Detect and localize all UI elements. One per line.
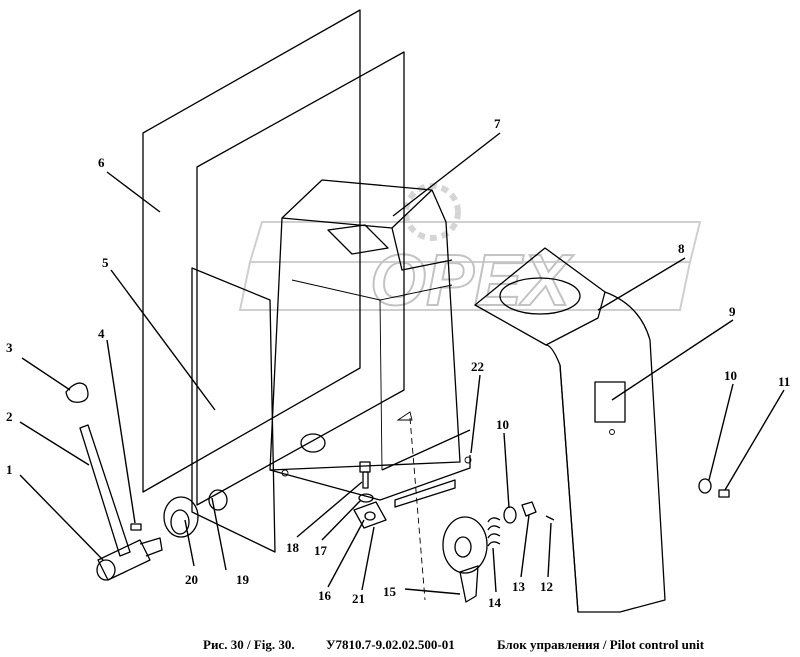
part-4-pin: [130, 523, 142, 531]
part-panel-back: [196, 51, 405, 506]
callout-3: 3: [6, 340, 13, 355]
callout-10: 10: [496, 417, 509, 432]
callouts: 1 2 3 4 5 6 7 8 9 10 10 11 12 13 14 15 1…: [6, 116, 790, 610]
part-18-bolt: [359, 461, 371, 489]
part-3-knob: [65, 382, 89, 403]
callout-15: 15: [383, 584, 397, 599]
part-20-bushing: [163, 496, 199, 538]
callout-16: 16: [318, 588, 332, 603]
callout-1: 1: [6, 462, 13, 477]
part-6-panel: [142, 9, 361, 493]
part-14-spring: [487, 517, 501, 547]
callout-11: 11: [778, 374, 790, 389]
leader-lines: [19, 132, 785, 595]
watermark-text: OPEX: [370, 241, 574, 321]
figure-number: Рис. 30 / Fig. 30.: [203, 637, 295, 652]
part-16-plate: [353, 501, 387, 529]
callout-17: 17: [314, 543, 328, 558]
part-2-lever: [79, 424, 131, 557]
callout-7: 7: [494, 116, 501, 131]
part-12-pin: [545, 515, 555, 521]
figure-title: Блок управления / Pilot control unit: [497, 637, 705, 652]
callout-19: 19: [236, 572, 250, 587]
callout-9: 9: [729, 304, 736, 319]
callout-12: 12: [540, 579, 553, 594]
callout-8: 8: [678, 241, 685, 256]
part-10-washer: [503, 506, 517, 524]
part-15-cam: [442, 516, 488, 603]
callout-6: 6: [98, 155, 105, 170]
watermark-logo: OPEX: [238, 183, 702, 322]
callout-20: 20: [185, 572, 198, 587]
part-17-washer: [358, 493, 374, 503]
callout-14: 14: [488, 595, 502, 610]
part-1-hub: [96, 537, 163, 581]
part-10-washer-right: [698, 478, 712, 494]
part-13-nut: [521, 501, 537, 517]
callout-13: 13: [512, 579, 526, 594]
callout-2: 2: [6, 409, 13, 424]
callout-5: 5: [102, 255, 109, 270]
callout-4: 4: [98, 326, 105, 341]
callout-21: 21: [352, 591, 365, 606]
part-11-screw: [718, 489, 730, 498]
callout-10-right: 10: [724, 368, 737, 383]
drawing-code: У7810.7-9.02.02.500-01: [326, 637, 455, 652]
figure-caption: Рис. 30 / Fig. 30. У7810.7-9.02.02.500-0…: [0, 637, 800, 655]
part-7-bracket: [269, 179, 472, 601]
part-19-plug: [208, 489, 228, 511]
part-8-cover: [474, 247, 666, 613]
part-5-gasket: [191, 267, 276, 553]
callout-22: 22: [471, 359, 484, 374]
callout-18: 18: [286, 540, 300, 555]
